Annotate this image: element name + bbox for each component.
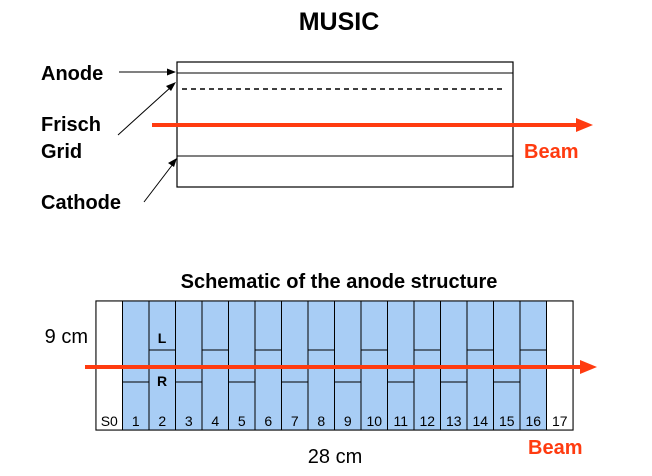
diagram-title: MUSIC [299, 8, 380, 36]
cathode-label: Cathode [41, 192, 121, 214]
anode-label: Anode [41, 63, 103, 85]
strip-label: 12 [419, 413, 435, 429]
frisch-label-line2: Grid [41, 141, 82, 163]
strip-label: 10 [366, 413, 382, 429]
strip-label: 2 [158, 413, 166, 429]
top-beam-label: Beam [524, 141, 578, 163]
strip-label: 1 [132, 413, 140, 429]
frisch-label-line1: Frisch [41, 114, 101, 136]
strip-label: 14 [472, 413, 488, 429]
width-label: 28 cm [308, 446, 362, 468]
strip-label: S0 [101, 413, 118, 429]
strip-label: 13 [446, 413, 462, 429]
schematic-title: Schematic of the anode structure [181, 271, 498, 293]
frisch-grid-arrow [117, 82, 176, 136]
strip-label: 7 [291, 413, 299, 429]
bottom-beam-label: Beam [528, 437, 582, 459]
bottom-beam-arrow [85, 360, 597, 374]
anode-arrow [119, 68, 176, 76]
strip-label: 17 [552, 413, 568, 429]
strip-label: 9 [344, 413, 352, 429]
height-label: 9 cm [45, 326, 88, 348]
right-label: R [157, 373, 167, 389]
cathode-arrow [143, 158, 177, 203]
strip-label: 16 [525, 413, 541, 429]
strip-label: 4 [211, 413, 219, 429]
strip-label: 8 [317, 413, 325, 429]
strip-label: 5 [238, 413, 246, 429]
strip-label: 3 [185, 413, 193, 429]
strip-label: 11 [393, 413, 408, 429]
left-label: L [158, 330, 167, 346]
strip-label: 6 [264, 413, 272, 429]
strip-label: 15 [499, 413, 515, 429]
top-beam-arrow [152, 118, 593, 132]
